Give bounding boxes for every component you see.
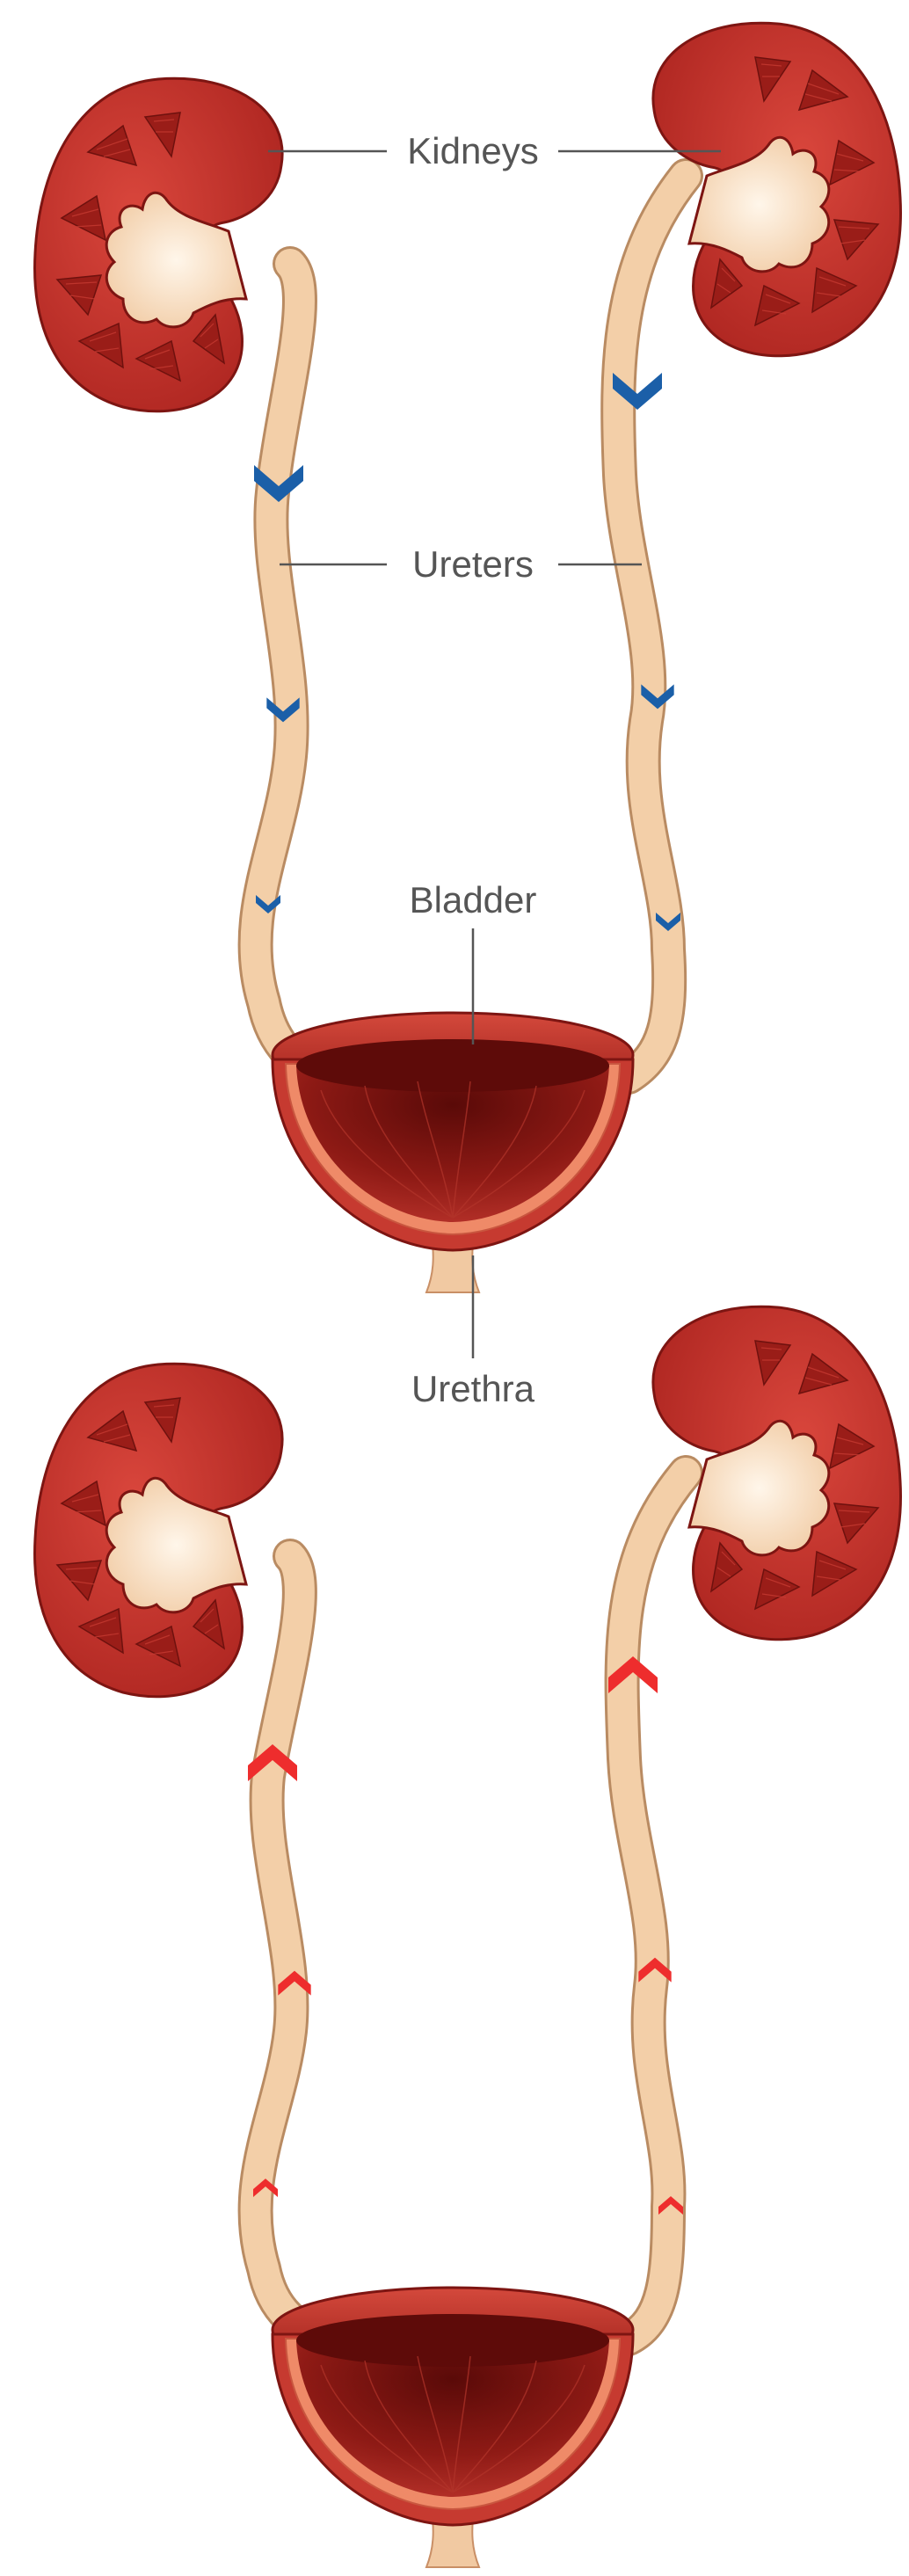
left-kidney-bottom xyxy=(35,1364,283,1696)
bladder-bottom xyxy=(273,2288,633,2567)
label-kidneys-group: Kidneys xyxy=(268,130,721,171)
panel-top: Kidneys Ureters Bladder Urethra xyxy=(35,23,901,1409)
label-kidneys: Kidneys xyxy=(407,130,538,171)
label-urethra: Urethra xyxy=(411,1368,535,1409)
panel-bottom xyxy=(35,1306,901,2567)
label-ureters: Ureters xyxy=(412,543,534,585)
label-bladder: Bladder xyxy=(410,879,537,921)
label-ureters-group: Ureters xyxy=(280,543,642,585)
left-kidney-top xyxy=(35,78,283,411)
bladder-top xyxy=(273,1013,633,1292)
